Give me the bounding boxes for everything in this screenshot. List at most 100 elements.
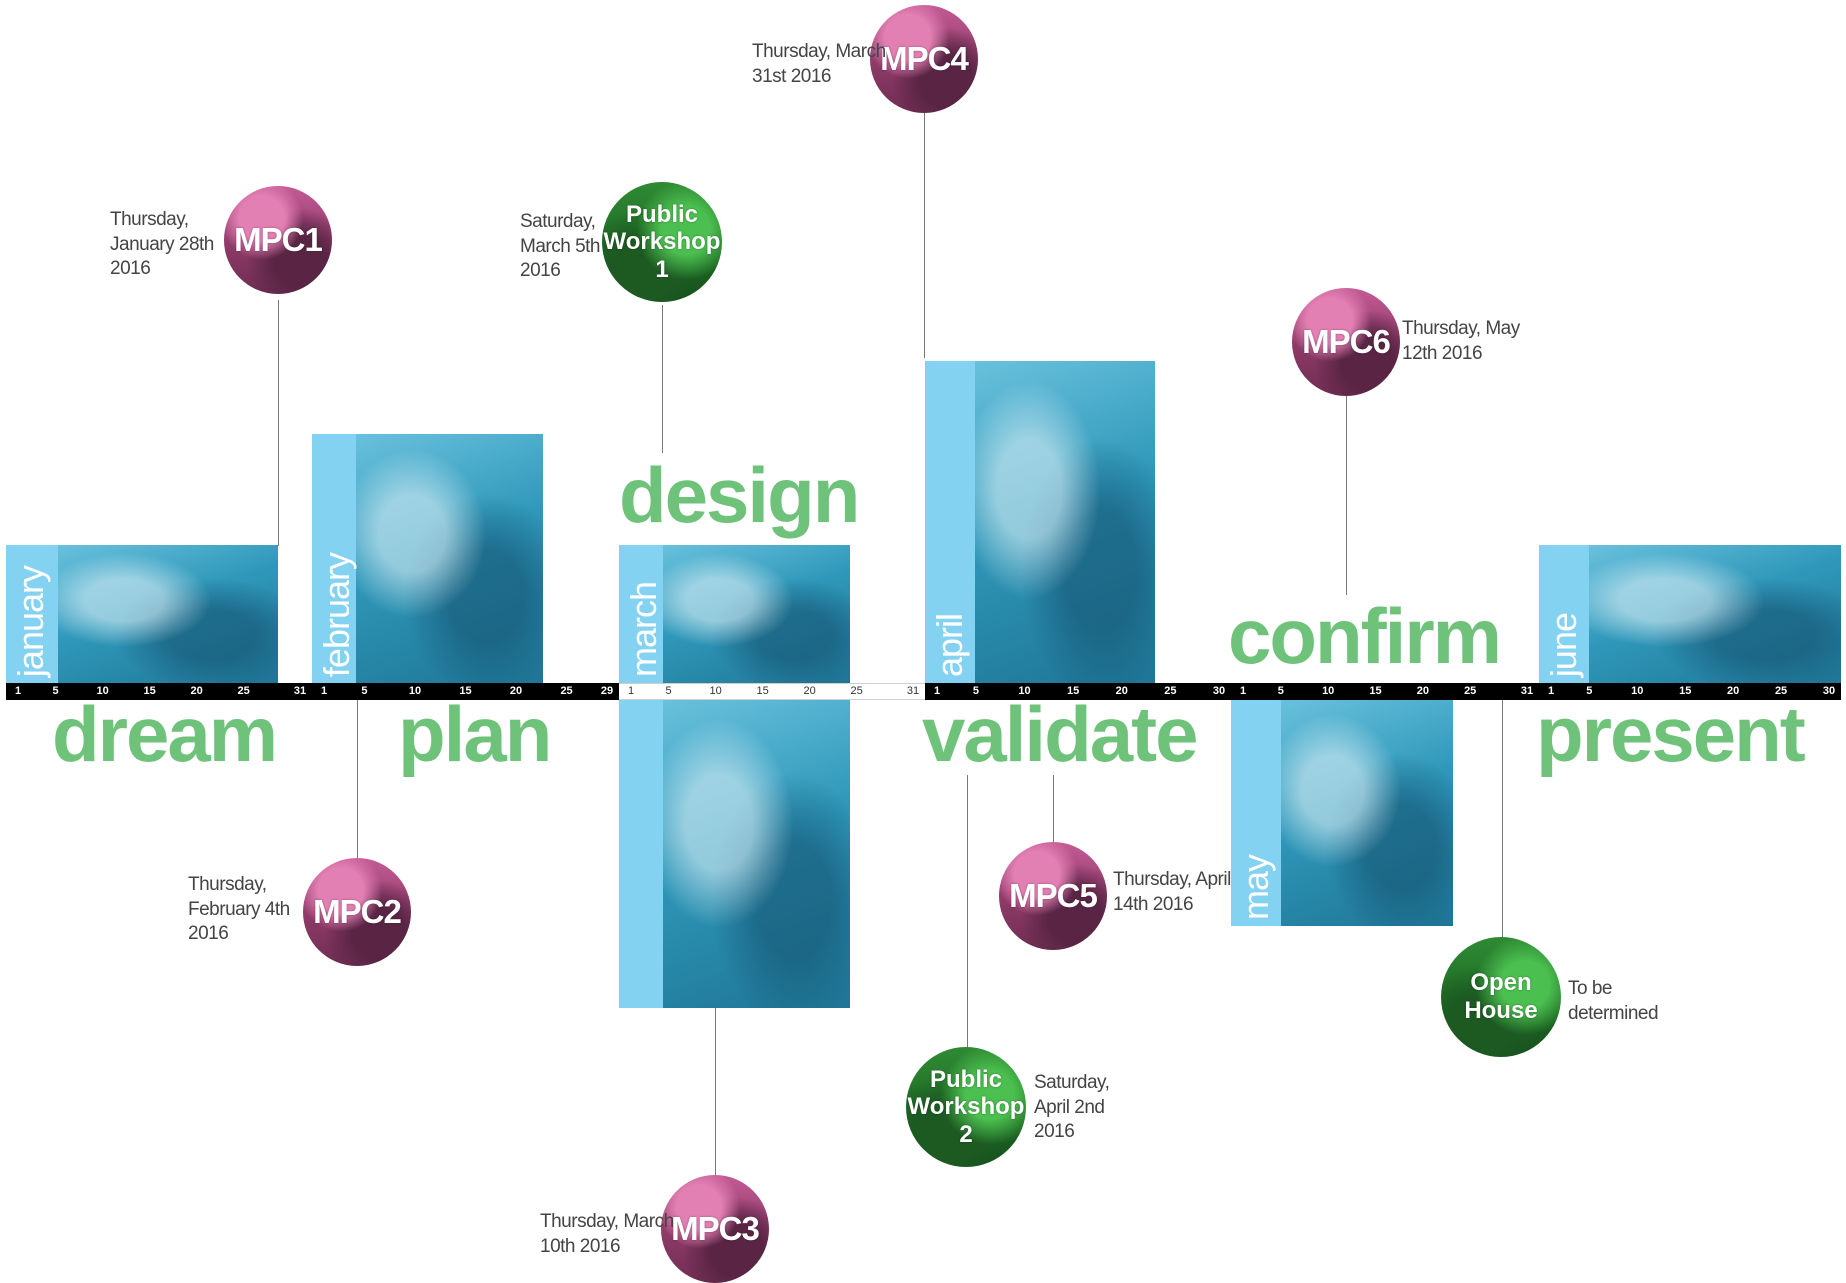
date-openhouse: To be determined — [1568, 978, 1659, 1024]
tick-march-25: 25 — [850, 685, 863, 697]
tick-april-25: 25 — [1164, 685, 1177, 697]
tick-january-1: 1 — [14, 685, 22, 697]
event-mpc5: MPC5 — [999, 842, 1107, 950]
tick-june-1: 1 — [1547, 685, 1555, 697]
phase-present: present — [1536, 690, 1806, 778]
event-line3: 1 — [655, 255, 669, 283]
tick-june-30: 30 — [1822, 685, 1836, 697]
panel-april: april — [925, 361, 1155, 683]
tick-february-15: 15 — [459, 685, 472, 697]
tick-april-30: 30 — [1212, 685, 1226, 697]
tick-may-15: 15 — [1369, 685, 1382, 697]
event-line1: Public — [929, 1065, 1002, 1093]
tick-april-10: 10 — [1018, 685, 1031, 697]
tick-march-1: 1 — [627, 685, 635, 697]
connector-openhouse — [1502, 700, 1503, 940]
event-line2: Workshop — [603, 228, 721, 256]
tick-march-5: 5 — [665, 685, 672, 697]
month-label-june: june — [1543, 612, 1584, 677]
month-strip — [619, 700, 663, 1008]
panel-february: february — [312, 434, 543, 683]
event-mpc1: MPC1 — [224, 186, 332, 294]
photo-meeting-room — [1281, 700, 1453, 926]
tick-april-20: 20 — [1115, 685, 1128, 697]
tick-february-10: 10 — [408, 685, 422, 697]
photo-whiteboard — [356, 434, 543, 683]
event-line1: Public — [625, 200, 698, 228]
date-mpc2: Thursday, February 4th 2016 — [188, 874, 290, 945]
tick-march-20: 20 — [803, 685, 816, 697]
tick-april-5: 5 — [972, 685, 979, 697]
date-mpc6: Thursday, May 12th 2016 — [1402, 318, 1520, 364]
phase-validate: validate — [922, 690, 1198, 778]
month-strip — [1231, 700, 1281, 926]
tick-february-25: 25 — [560, 685, 573, 697]
panel-january: january — [6, 545, 278, 683]
panel-june: june — [1539, 545, 1841, 683]
month-strip — [925, 361, 975, 683]
event-public-workshop-1: Public Workshop 1 — [602, 182, 722, 302]
tick-march-15: 15 — [756, 685, 769, 697]
month-label-january: january — [10, 565, 51, 677]
tick-january-20: 20 — [190, 685, 203, 697]
event-line3: 2 — [959, 1120, 973, 1148]
tick-may-10: 10 — [1322, 685, 1335, 697]
photo-drawings — [663, 545, 850, 683]
month-label-february: february — [316, 552, 357, 677]
event-label: MPC1 — [234, 221, 323, 258]
month-label-april: april — [929, 613, 970, 677]
date-mpc3: Thursday, March 10th 2016 — [540, 1211, 674, 1257]
month-label-may: may — [1235, 854, 1276, 920]
tick-june-5: 5 — [1586, 685, 1593, 697]
phase-confirm: confirm — [1228, 592, 1502, 680]
event-public-workshop-2: Public Workshop 2 — [906, 1047, 1026, 1167]
event-line1: Open — [1470, 969, 1532, 997]
tick-february-29: 29 — [600, 685, 614, 697]
connector-mpc1 — [278, 300, 279, 546]
tick-january-31: 31 — [293, 685, 307, 697]
photo-planning-table — [975, 361, 1155, 683]
date-mpc1: Thursday, January 28th 2016 — [110, 209, 214, 280]
event-line2: House — [1464, 997, 1538, 1024]
connector-mpc3 — [715, 1006, 716, 1176]
tick-april-15: 15 — [1067, 685, 1080, 697]
tick-february-5: 5 — [361, 685, 368, 697]
tick-march-31: 31 — [906, 685, 920, 697]
tick-june-20: 20 — [1727, 685, 1740, 697]
month-strip — [312, 434, 356, 683]
phase-plan: plan — [398, 690, 552, 778]
panel-may: may — [1231, 700, 1453, 926]
event-open-house: Open House — [1441, 937, 1561, 1057]
tick-may-1: 1 — [1239, 685, 1247, 697]
event-label: MPC6 — [1302, 323, 1391, 360]
connector-mpc5 — [1053, 775, 1054, 845]
tick-january-25: 25 — [237, 685, 250, 697]
event-mpc6: MPC6 — [1292, 288, 1400, 396]
connector-mpc2 — [357, 700, 358, 862]
event-mpc4: MPC4 — [870, 5, 978, 113]
tick-june-15: 15 — [1679, 685, 1692, 697]
phase-design: design — [619, 451, 860, 539]
month-strip — [6, 545, 58, 683]
event-mpc3: MPC3 — [661, 1175, 769, 1283]
tick-february-20: 20 — [509, 685, 523, 697]
tick-may-31: 31 — [1520, 685, 1534, 697]
tick-may-20: 20 — [1416, 685, 1429, 697]
tick-march-10: 10 — [709, 685, 722, 697]
date-mpc5: Thursday, April 14th 2016 — [1113, 869, 1231, 915]
month-label-march: march — [623, 581, 664, 677]
photo-library — [1589, 545, 1841, 683]
tick-may-25: 25 — [1464, 685, 1477, 697]
event-label: MPC5 — [1009, 877, 1098, 914]
tick-january-5: 5 — [52, 685, 59, 697]
date-pw2: Saturday, April 2nd 2016 — [1034, 1072, 1110, 1143]
tick-february-1: 1 — [320, 685, 328, 697]
connector-pw1 — [662, 305, 663, 453]
photo-hand-drawing — [663, 700, 850, 1008]
connector-pw2 — [967, 775, 968, 1050]
